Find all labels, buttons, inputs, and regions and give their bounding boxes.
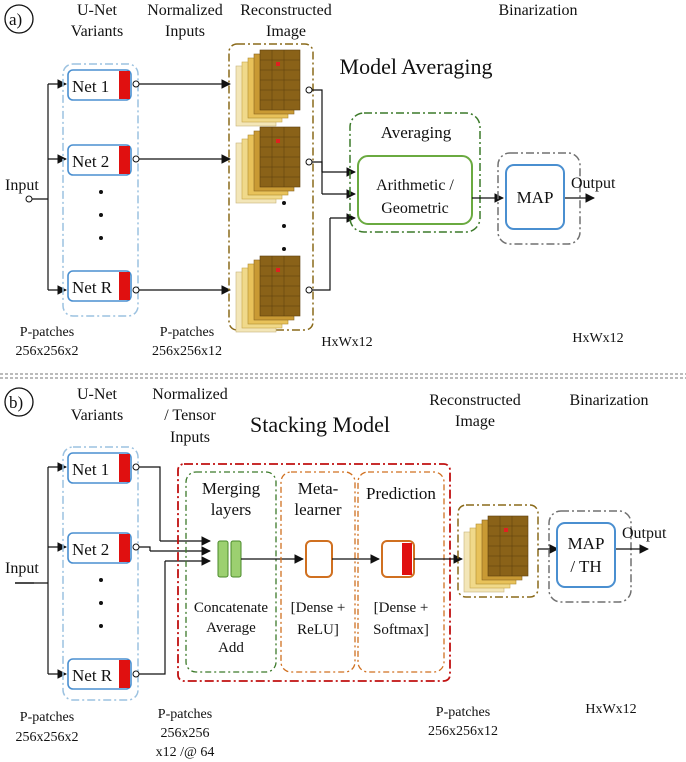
map-th-frame	[548, 510, 632, 603]
recon-patch-2	[235, 126, 301, 204]
merging-line1: Merging	[202, 479, 261, 498]
ppatch-b2-line2: 256x256	[161, 726, 210, 741]
prediction-frame	[357, 471, 445, 673]
input-node	[25, 195, 33, 203]
merging-line2: layers	[211, 500, 252, 519]
output-label-b: Output	[622, 525, 667, 542]
hw-b: HxWx12	[585, 702, 636, 717]
net1-box-b: Net 1	[67, 452, 132, 484]
ellipsis-dot	[99, 236, 103, 240]
recon-patch-b	[463, 515, 529, 593]
net2-label: Net 2	[72, 152, 109, 171]
ppatch-b2-line1: P-patches	[158, 707, 212, 722]
net1-box: Net 1	[67, 69, 132, 101]
ppatch-a1-line2: 256x256x2	[16, 344, 79, 359]
col-norm-line1: Normalized	[147, 2, 223, 19]
merge-block-1	[217, 540, 229, 578]
ppatch-a2-line1: P-patches	[160, 325, 214, 340]
meta-op-line1: [Dense +	[291, 600, 346, 616]
net2-box-b: Net 2	[67, 532, 132, 564]
merge-op-add: Add	[218, 640, 244, 656]
map-group-frame	[497, 152, 581, 245]
pred-op-line1: [Dense +	[374, 600, 429, 616]
averaging-group-frame	[349, 112, 481, 233]
panel-b-label-circle	[4, 387, 34, 417]
panel-b-label: b)	[9, 393, 23, 412]
col-binarization: Binarization	[498, 2, 577, 19]
unet-group-frame	[62, 63, 139, 317]
col-binarization-b: Binarization	[569, 392, 648, 409]
stacking-frame	[177, 463, 451, 682]
output-label: Output	[571, 175, 616, 192]
panel-a-label: a)	[9, 10, 22, 29]
col-norm-b-line1: Normalized	[152, 386, 228, 403]
meta-learner-box	[305, 540, 333, 578]
panel-b: b) U-Net Variants Normalized / Tensor In…	[4, 386, 667, 760]
unet-group-frame-b	[62, 446, 139, 701]
col-norm-b-line2: / Tensor	[164, 407, 216, 424]
panel-a-label-circle	[4, 4, 34, 34]
netR-label-b: Net R	[72, 666, 113, 685]
recon-patch-1	[235, 49, 301, 127]
ellipsis-dot	[99, 190, 103, 194]
panel-a: a) U-Net Variants Normalized Inputs Reco…	[4, 2, 624, 359]
pred-op-line2: Softmax]	[373, 622, 429, 638]
hw-a1: HxWx12	[321, 335, 372, 350]
col-unet-line2: Variants	[71, 23, 123, 40]
avg-combiner-line2: Geometric	[381, 200, 449, 217]
map-th-box	[556, 522, 616, 588]
ppatch-b3-line2: 256x256x12	[428, 724, 498, 739]
title-model-averaging: Model Averaging	[340, 54, 493, 79]
title-stacking-model: Stacking Model	[250, 412, 390, 437]
meta-line2: learner	[294, 500, 342, 519]
ppatch-b1-line2: 256x256x2	[16, 730, 79, 745]
col-unet-b-line1: U-Net	[77, 386, 118, 403]
averaging-label: Averaging	[381, 123, 452, 142]
input-label-b: Input	[5, 560, 39, 577]
col-recon-line2: Image	[266, 23, 306, 40]
col-recon-line1: Reconstructed	[240, 2, 332, 19]
ppatch-a2-line2: 256x256x12	[152, 344, 222, 359]
merge-op-concatenate: Concatenate	[194, 600, 268, 616]
netR-box-b: Net R	[67, 658, 132, 690]
col-unet-b-line2: Variants	[71, 407, 123, 424]
col-recon-b-line1: Reconstructed	[429, 392, 521, 409]
col-recon-b-line2: Image	[455, 413, 495, 430]
ppatch-b3-line1: P-patches	[436, 705, 490, 720]
map-th-line2: / TH	[570, 557, 601, 576]
net1-label-b: Net 1	[72, 460, 109, 479]
map-label: MAP	[517, 188, 554, 207]
ppatch-a1-line1: P-patches	[20, 325, 74, 340]
hw-a2: HxWx12	[572, 331, 623, 346]
netR-label: Net R	[72, 278, 113, 297]
avg-combiner-line1: Arithmetic /	[376, 177, 454, 194]
net2-label-b: Net 2	[72, 540, 109, 559]
prediction-label: Prediction	[366, 484, 436, 503]
recon-patch-r	[235, 255, 301, 333]
meta-frame	[280, 471, 356, 673]
input-label: Input	[5, 177, 39, 194]
recon-frame-b	[457, 504, 539, 598]
map-th-line1: MAP	[568, 534, 605, 553]
net1-label: Net 1	[72, 77, 109, 96]
merge-block-2	[230, 540, 242, 578]
netR-box: Net R	[67, 270, 132, 302]
avg-combiner-box	[357, 155, 473, 225]
col-unet-line1: U-Net	[77, 2, 118, 19]
col-norm-line2: Inputs	[165, 23, 205, 40]
ppatch-b1-line1: P-patches	[20, 710, 74, 725]
ppatch-b2-line3: x12 /@ 64	[156, 745, 215, 760]
net2-box: Net 2	[67, 144, 132, 176]
meta-op-line2: ReLU]	[297, 622, 339, 638]
col-norm-b-line3: Inputs	[170, 429, 210, 446]
merge-op-average: Average	[206, 620, 256, 636]
meta-line1: Meta-	[298, 479, 339, 498]
map-box	[505, 164, 565, 230]
ellipsis-dot	[99, 213, 103, 217]
